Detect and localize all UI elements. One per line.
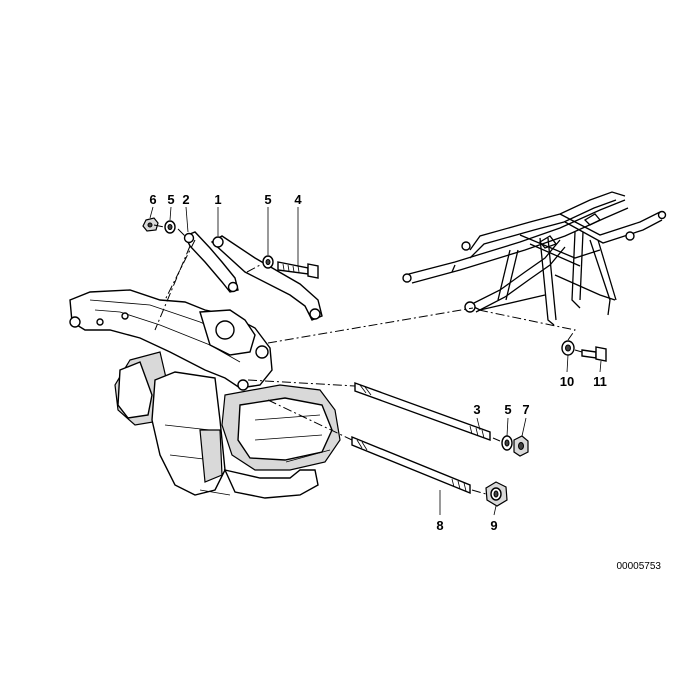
nut-9 (485, 481, 508, 507)
washer-10 (561, 340, 575, 356)
callout-4: 4 (294, 192, 302, 207)
nut-6-upper (142, 217, 159, 232)
callout-6: 6 (149, 192, 156, 207)
nut-7 (513, 435, 529, 457)
stud-3 (354, 382, 491, 441)
callout-10: 10 (560, 374, 574, 389)
callout-5: 5 (167, 192, 174, 207)
bolt-4 (277, 261, 319, 279)
washer-5-upper-right (262, 255, 274, 269)
callout-7: 7 (522, 402, 529, 417)
callout-8: 8 (436, 518, 443, 533)
bolt-11 (581, 346, 607, 362)
callout-5: 5 (504, 402, 511, 417)
washer-5-lower (501, 435, 513, 451)
engine-assembly (69, 289, 341, 499)
callout-3: 3 (473, 402, 480, 417)
callout-labels: 6 5 2 1 5 4 3 5 7 8 9 10 11 (149, 192, 606, 533)
leader-lines (149, 206, 602, 516)
frame-assembly (402, 191, 667, 326)
callout-2: 2 (182, 192, 189, 207)
callout-1: 1 (214, 192, 221, 207)
assembly-guide-lines (153, 224, 583, 495)
strut-bracket-1 (183, 231, 323, 321)
reference-number: 00005753 (617, 561, 662, 572)
washer-5-upper-left (164, 220, 176, 234)
callout-11: 11 (593, 374, 607, 389)
stud-8 (351, 435, 471, 495)
callout-5: 5 (264, 192, 271, 207)
callout-9: 9 (490, 518, 497, 533)
